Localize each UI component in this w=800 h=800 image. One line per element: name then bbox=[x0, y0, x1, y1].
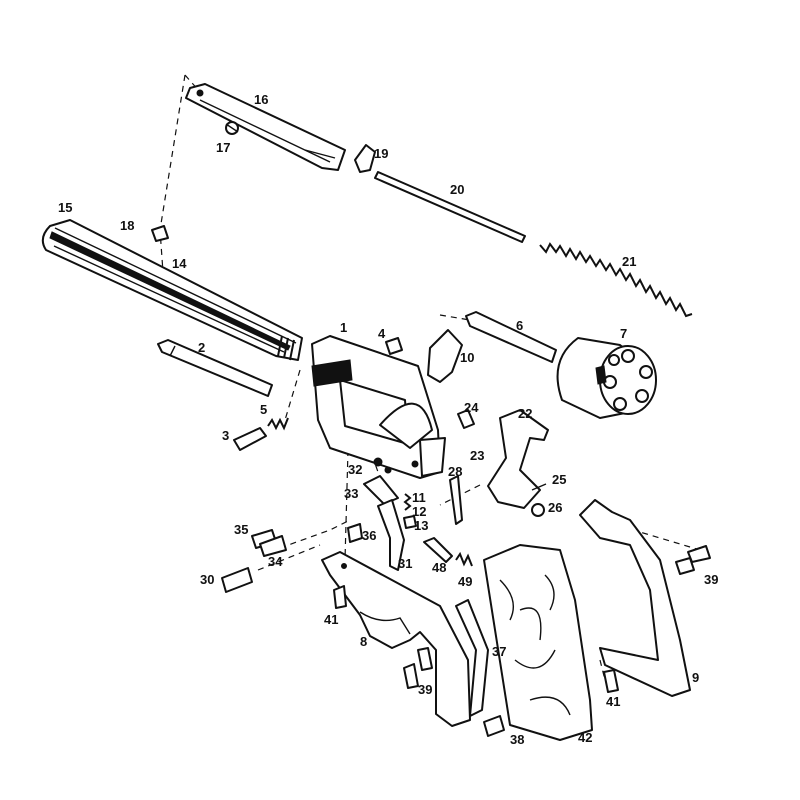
part-32-bolt bbox=[363, 475, 399, 505]
label-2: 2 bbox=[198, 340, 205, 355]
label-20: 20 bbox=[450, 182, 464, 197]
part-11-12-13-parts bbox=[403, 493, 417, 529]
label-19: 19 bbox=[374, 146, 388, 161]
label-36: 36 bbox=[362, 528, 376, 543]
label-49: 49 bbox=[458, 574, 472, 589]
label-37: 37 bbox=[492, 644, 506, 659]
label-35: 35 bbox=[234, 522, 248, 537]
label-33: 33 bbox=[344, 486, 358, 501]
part-26-nut bbox=[531, 503, 545, 517]
part-25-pin bbox=[531, 483, 547, 491]
part-41-screw-left bbox=[333, 585, 347, 609]
label-48: 48 bbox=[432, 560, 446, 575]
part-38-screw bbox=[483, 715, 505, 737]
part-20-ejector-rod bbox=[374, 171, 526, 243]
part-2-base-pin bbox=[157, 339, 273, 397]
label-14: 14 bbox=[172, 256, 187, 271]
label-13: 13 bbox=[414, 518, 428, 533]
label-26: 26 bbox=[548, 500, 562, 515]
part-8-trigger-guard bbox=[321, 551, 471, 727]
label-32: 32 bbox=[348, 462, 362, 477]
part-22-hammer bbox=[487, 409, 549, 509]
part-4-stud bbox=[385, 337, 403, 355]
part-39-screws-right bbox=[675, 545, 711, 575]
label-10: 10 bbox=[460, 350, 474, 365]
part-48-plunger bbox=[423, 537, 453, 563]
part-42-grips bbox=[483, 544, 593, 741]
part-28-spring bbox=[449, 475, 463, 525]
label-39-right: 39 bbox=[704, 572, 718, 587]
label-42: 42 bbox=[578, 730, 592, 745]
part-34-screw bbox=[259, 535, 287, 557]
label-1: 1 bbox=[340, 320, 347, 335]
label-17: 17 bbox=[216, 140, 230, 155]
label-8: 8 bbox=[360, 634, 367, 649]
label-7: 7 bbox=[620, 326, 627, 341]
part-36-screw bbox=[347, 523, 363, 543]
label-12: 12 bbox=[412, 504, 426, 519]
part-19-ejector-head bbox=[354, 144, 376, 173]
label-34: 34 bbox=[268, 554, 283, 569]
part-10-hand bbox=[427, 329, 463, 383]
label-16: 16 bbox=[254, 92, 268, 107]
label-11: 11 bbox=[412, 490, 426, 505]
part-49-spring bbox=[455, 551, 473, 567]
label-9: 9 bbox=[692, 670, 699, 685]
label-22: 22 bbox=[518, 406, 532, 421]
label-30: 30 bbox=[200, 572, 214, 587]
label-18: 18 bbox=[120, 218, 134, 233]
part-labels: 16 17 19 20 21 15 18 14 6 7 1 4 10 2 5 3… bbox=[58, 92, 718, 747]
label-3: 3 bbox=[222, 428, 229, 443]
part-31-trigger bbox=[377, 499, 405, 571]
part-41-screw-right bbox=[603, 669, 619, 693]
label-41-left: 41 bbox=[324, 612, 338, 627]
label-38: 38 bbox=[510, 732, 524, 747]
label-5: 5 bbox=[260, 402, 267, 417]
part-9-backstrap bbox=[579, 499, 691, 697]
part-14-barrel bbox=[41, 219, 303, 361]
label-6: 6 bbox=[516, 318, 523, 333]
part-24-firing-pin bbox=[457, 409, 475, 429]
label-31: 31 bbox=[398, 556, 412, 571]
label-25: 25 bbox=[552, 472, 566, 487]
part-16-ejector-housing bbox=[185, 83, 346, 171]
part-17-screw bbox=[225, 121, 239, 135]
part-18-bushing bbox=[151, 225, 169, 242]
label-4: 4 bbox=[378, 326, 386, 341]
label-15: 15 bbox=[58, 200, 72, 215]
label-28: 28 bbox=[448, 464, 462, 479]
label-39-lower: 39 bbox=[418, 682, 432, 697]
part-37-backstrap-liner bbox=[455, 599, 489, 717]
part-30-screw bbox=[221, 567, 253, 593]
label-21: 21 bbox=[622, 254, 636, 269]
label-24: 24 bbox=[464, 400, 479, 415]
part-1-frame bbox=[311, 335, 446, 479]
label-41-right: 41 bbox=[606, 694, 620, 709]
part-21-spring bbox=[539, 242, 693, 318]
part-7-cylinder bbox=[556, 337, 657, 419]
part-3-pin-screw bbox=[233, 417, 289, 451]
part-6-cylinder-pin bbox=[465, 311, 557, 363]
label-23: 23 bbox=[470, 448, 484, 463]
part-39-screws-lower bbox=[403, 647, 433, 689]
